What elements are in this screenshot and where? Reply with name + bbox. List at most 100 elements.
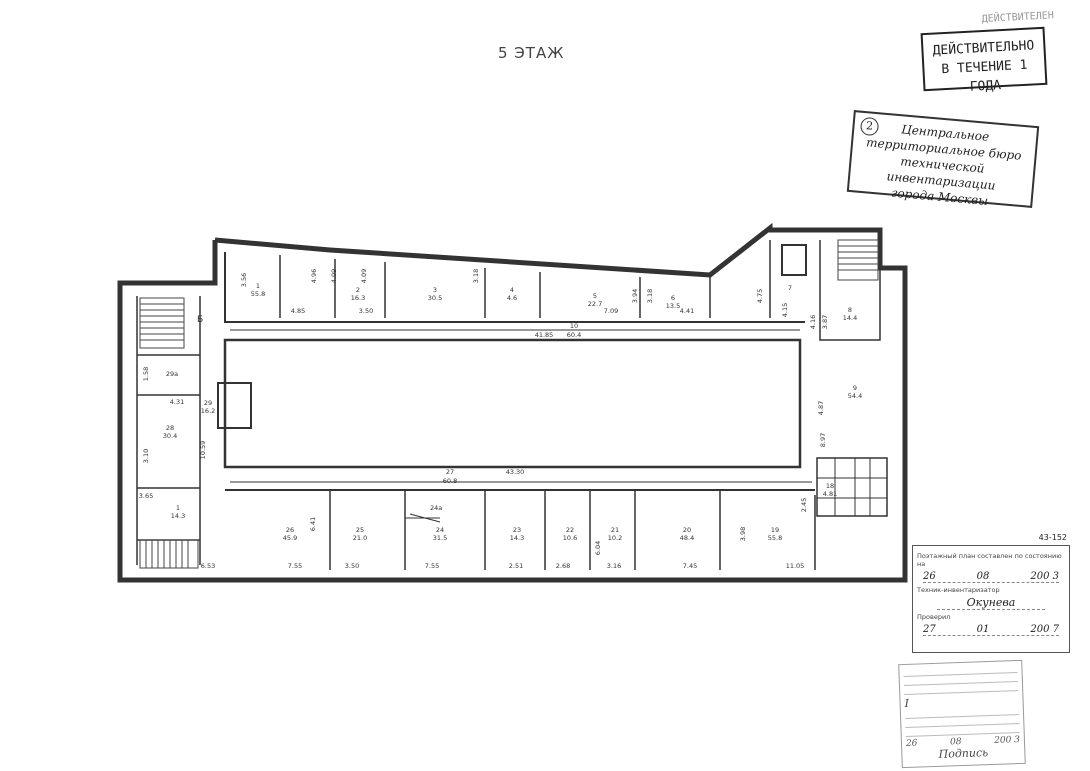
south-room-area: 14.3: [510, 534, 524, 542]
stamp-sign: Подпись: [938, 746, 989, 761]
stamp-date-day: 26: [905, 738, 918, 749]
dimension-top: 4.09: [330, 269, 338, 283]
date1-month: 08: [976, 571, 990, 582]
north-room-area: 16.3: [351, 294, 365, 302]
dimension-side: 2.45: [800, 498, 808, 512]
date1-year: 200 3: [1030, 571, 1059, 582]
south-room-area: 45.9: [283, 534, 297, 542]
dimension-side: 4.87: [817, 401, 825, 415]
north-room-number: 3: [433, 286, 437, 294]
dimension-bottom: 2.51: [509, 562, 523, 570]
north-room-area: 22.7: [588, 300, 602, 308]
date2-month: 01: [976, 624, 990, 635]
dimension-top: 3.18: [472, 269, 480, 283]
info-caption: Поэтажный план составлен по состоянию на: [917, 552, 1062, 568]
stamp-roman: I: [904, 696, 910, 710]
dimension-top: 4.96: [310, 269, 318, 283]
inventory-code: 43-152: [1038, 533, 1067, 542]
south-room-area: 55.8: [768, 534, 782, 542]
dimension-side: 8.97: [819, 433, 827, 447]
south-room-number: 18: [826, 482, 834, 490]
north-room-number: 8: [848, 306, 852, 314]
dimension-bottom: 7.55: [425, 562, 439, 570]
north-room-area: 13.5: [666, 302, 680, 310]
west-room-number: 29а: [166, 370, 178, 378]
faded-stamp: I 26 08 200 3 Подпись: [898, 659, 1026, 769]
dimension-top: 3.56: [240, 273, 248, 287]
north-room-number: 6: [671, 294, 675, 302]
south-room-number: 24: [436, 526, 444, 534]
west-room-area: 16.2: [201, 407, 215, 415]
lift-shaft-ne: [781, 244, 807, 276]
dimension-top: 4.75: [756, 289, 764, 303]
courtyard: [223, 338, 802, 469]
date-row-2: 27 01 200 7: [923, 624, 1059, 636]
south-room-area: 4.81: [823, 490, 837, 498]
north-room-number: 1: [256, 282, 260, 290]
dimension-top: 3.18: [646, 289, 654, 303]
executor-label: Техник-инвентаризатор: [917, 586, 1000, 594]
west-room-number: 1: [176, 504, 180, 512]
dimension-bottom-long: 43.30: [506, 468, 525, 476]
date2-year: 200 7: [1030, 624, 1059, 635]
checked-label: Проверил: [917, 613, 951, 621]
corridor-north-area: 60.4: [567, 331, 581, 339]
dimension-side: 3.10: [142, 449, 150, 463]
west-room-number: 29: [204, 399, 212, 407]
dimension-top: 4.15: [781, 303, 789, 317]
north-room-area: 30.5: [428, 294, 442, 302]
dimension-side: 1.58: [142, 367, 150, 381]
dimension-top: 3.87: [821, 315, 829, 329]
south-room-number: 22: [566, 526, 574, 534]
north-room-number: 5: [593, 292, 597, 300]
north-room-area: 55.8: [251, 290, 265, 298]
corridor-ticks: [230, 329, 812, 483]
date1-day: 26: [923, 571, 936, 582]
dimension-top: 3.50: [359, 307, 373, 315]
dimension-side: 3.98: [739, 527, 747, 541]
south-room-labels: 2645.92521.02431.52314.32210.62110.22048…: [283, 482, 837, 542]
south-room-number: 26: [286, 526, 294, 534]
stamp-date-month: 08: [949, 737, 962, 748]
north-room-area: 54.4: [848, 392, 862, 400]
north-room-area: 4.6: [507, 294, 517, 302]
north-room-number: 2: [356, 286, 360, 294]
date-row-1: 26 08 200 3: [923, 571, 1059, 583]
south-room-number: 21: [611, 526, 619, 534]
dimension-bottom: 3.16: [607, 562, 621, 570]
south-room-number: 23: [513, 526, 521, 534]
dimension-bottom: 11.05: [786, 562, 805, 570]
west-room-area: 30.4: [163, 432, 177, 440]
corridor-south-area: 60.8: [443, 477, 457, 485]
dimension-side: 4.31: [170, 398, 184, 406]
lift-shaft-west: [217, 382, 252, 429]
south-room-number: 20: [683, 526, 691, 534]
room-line-south: [329, 490, 816, 570]
corridor-north-number: 10: [570, 322, 578, 330]
dimension-top: 4.16: [809, 315, 817, 329]
corridor-south-number: 27: [446, 468, 454, 476]
date2-day: 27: [923, 624, 936, 635]
north-room-area: 14.4: [843, 314, 857, 322]
west-room-area: 14.3: [171, 512, 185, 520]
room-line-north: [279, 240, 881, 341]
stamp-date-year: 200 3: [994, 734, 1021, 746]
south-room-area: 10.2: [608, 534, 622, 542]
dimension-side: 3.65: [139, 492, 153, 500]
bath-block: [816, 457, 888, 517]
south-room-area: 21.0: [353, 534, 367, 542]
stair-west-north: [139, 297, 185, 349]
dimension-bottom: 2.68: [556, 562, 570, 570]
floor-title: 5 ЭТАЖ: [498, 44, 565, 62]
dimension-side: 6.41: [309, 517, 317, 531]
stair-label: Б: [197, 315, 203, 325]
dimension-bottom: 7.55: [288, 562, 302, 570]
stair-west-south: [139, 539, 199, 569]
room-24a-label: 24а: [430, 504, 442, 512]
dimension-bottom: 6.53: [201, 562, 215, 570]
dimension-top: 4.09: [360, 269, 368, 283]
